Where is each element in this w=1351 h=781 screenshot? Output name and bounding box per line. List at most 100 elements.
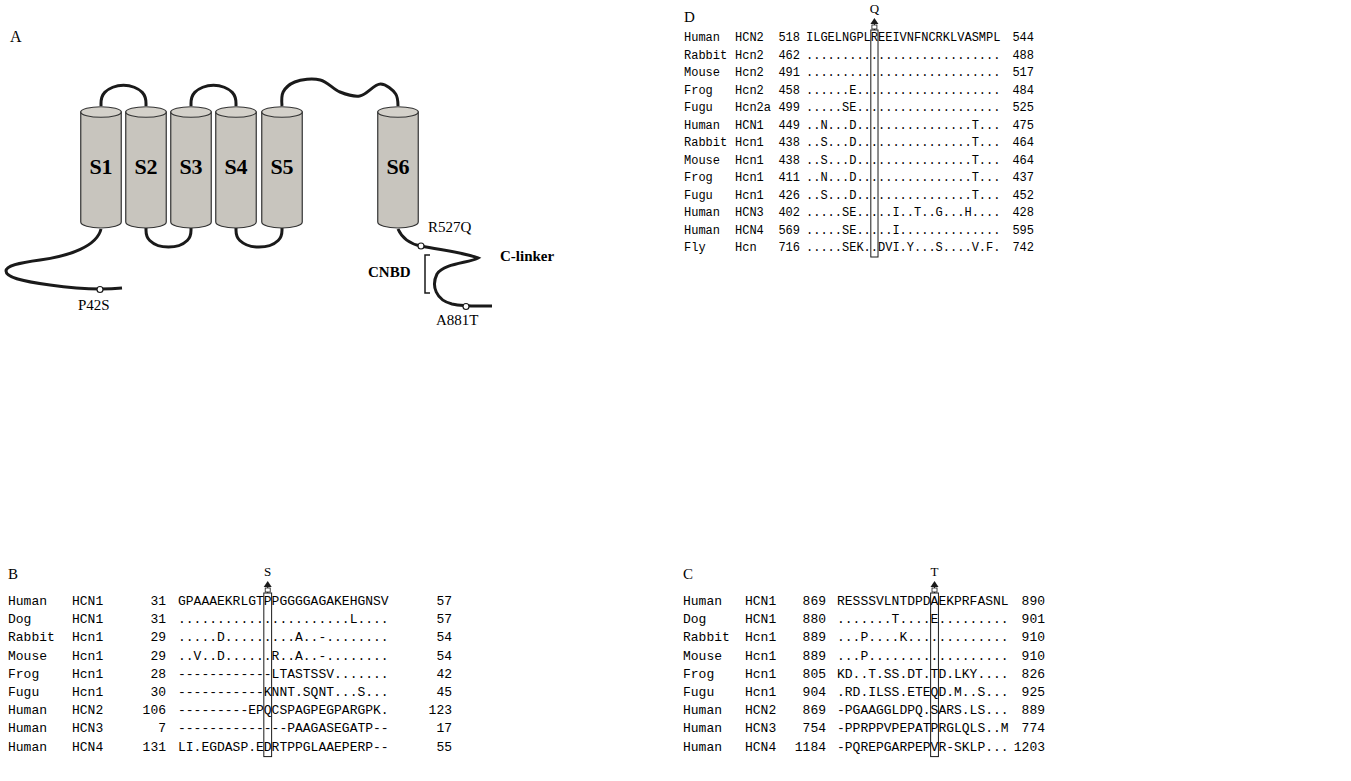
sequence: .....SEK..DVI.Y...S....V.F. [806, 241, 1000, 256]
end-position: 55 [436, 740, 452, 756]
loop-connector [101, 85, 146, 106]
gene-name: HCN2 [72, 703, 103, 719]
cylinder-cap [81, 107, 122, 118]
start-position: 569 [778, 224, 800, 239]
gene-name: HCN2 [745, 703, 776, 719]
loop-connector [236, 228, 282, 247]
marker-box [872, 25, 877, 29]
sequence: -PGAAGGLDPQ.SARS.LS... [837, 703, 1009, 719]
species-name: Frog [684, 84, 713, 99]
start-position: 499 [778, 101, 800, 116]
start-position: 880 [803, 612, 826, 628]
gene-name: HCN1 [745, 612, 776, 628]
end-position: 57 [436, 594, 452, 610]
start-position: 29 [150, 630, 166, 646]
marker-triangle [931, 581, 939, 587]
end-position: 428 [1012, 206, 1034, 221]
sequence: ..S...D................T... [806, 136, 1000, 151]
end-position: 544 [1012, 31, 1034, 46]
end-position: 45 [436, 685, 452, 701]
species-name: Frog [684, 171, 713, 186]
region-label: C-linker [500, 248, 554, 265]
species-name: Human [8, 740, 47, 756]
gene-name: Hcn1 [72, 649, 103, 665]
end-position: 910 [1022, 630, 1045, 646]
start-position: 31 [150, 612, 166, 628]
gene-name: Hcn2a [735, 101, 771, 116]
transmembrane-segment: S4 [215, 106, 257, 228]
end-position: 452 [1012, 189, 1034, 204]
end-position: 17 [436, 721, 452, 737]
gene-name: Hcn2 [735, 49, 764, 64]
transmembrane-segment: S2 [125, 106, 167, 228]
species-name: Rabbit [8, 630, 55, 646]
end-position: 889 [1022, 703, 1045, 719]
mutation-dot [97, 287, 103, 293]
end-position: 595 [1012, 224, 1034, 239]
end-position: 517 [1012, 66, 1034, 81]
gene-name: Hcn2 [735, 66, 764, 81]
cylinder-cap [378, 107, 419, 118]
gene-name: Hcn1 [735, 189, 764, 204]
start-position: 106 [143, 703, 166, 719]
start-position: 449 [778, 119, 800, 134]
sequence: ..S...D................T... [806, 189, 1000, 204]
mutation-label: R527Q [428, 219, 471, 236]
start-position: 30 [150, 685, 166, 701]
start-position: 869 [803, 703, 826, 719]
start-position: 7 [158, 721, 166, 737]
end-position: 437 [1012, 171, 1034, 186]
cylinder-cap [216, 107, 257, 118]
sequence: ........................... [806, 66, 1000, 81]
cylinder-body [378, 112, 419, 228]
sequence: -PPRPPVPEPATPRGLQLS..M [837, 721, 1009, 737]
substitution-residue: S [264, 565, 271, 580]
segment-label: S4 [224, 155, 247, 179]
cylinder-cap [171, 107, 212, 118]
species-name: Dog [8, 612, 31, 628]
end-position: 54 [436, 649, 452, 665]
start-position: 29 [150, 649, 166, 665]
start-position: 458 [778, 84, 800, 99]
sequence: ..N...D................T... [806, 119, 1000, 134]
mutation-dot [463, 304, 469, 310]
end-position: 901 [1022, 612, 1045, 628]
start-position: 805 [803, 667, 826, 683]
end-position: 464 [1012, 154, 1034, 169]
species-name: Human [683, 740, 722, 756]
start-position: 438 [778, 154, 800, 169]
n-terminus-line [6, 229, 122, 289]
marker-triangle [264, 581, 272, 587]
end-position: 475 [1012, 119, 1034, 134]
cylinder-cap [262, 107, 303, 118]
gene-name: Hcn1 [745, 667, 776, 683]
species-name: Human [684, 206, 720, 221]
species-name: Fugu [684, 189, 713, 204]
sequence: --------------PAAGASEGATP-- [178, 721, 389, 737]
species-name: Human [683, 721, 722, 737]
panel-letter: D [684, 9, 695, 26]
species-name: Mouse [684, 66, 720, 81]
end-position: 525 [1012, 101, 1034, 116]
panel-letter: B [8, 566, 18, 583]
sequence: LI.EGDASP.EDRTPPGLAAEPERP-- [178, 740, 389, 756]
sequence: KD..T.SS.DT.TD.LKY.... [837, 667, 1009, 683]
species-name: Fugu [683, 685, 714, 701]
start-position: 402 [778, 206, 800, 221]
species-name: Fly [684, 241, 706, 256]
species-name: Human [684, 31, 720, 46]
species-name: Human [8, 703, 47, 719]
substitution-residue: T [931, 565, 939, 580]
end-position: 42 [436, 667, 452, 683]
species-name: Human [683, 703, 722, 719]
sequence: ..V..D......R..A..-........ [178, 649, 389, 665]
mutation-label: P42S [78, 297, 110, 314]
substitution-residue: Q [870, 2, 879, 17]
species-name: Fugu [8, 685, 39, 701]
gene-name: HCN4 [735, 224, 764, 239]
end-position: 1203 [1014, 740, 1045, 756]
end-position: 890 [1022, 594, 1045, 610]
sequence: ------------LTASTSSV....... [178, 667, 389, 683]
loop-connector [191, 85, 236, 106]
sequence: ILGELNGPLREEIVNFNCRKLVASMPL [806, 31, 1000, 46]
